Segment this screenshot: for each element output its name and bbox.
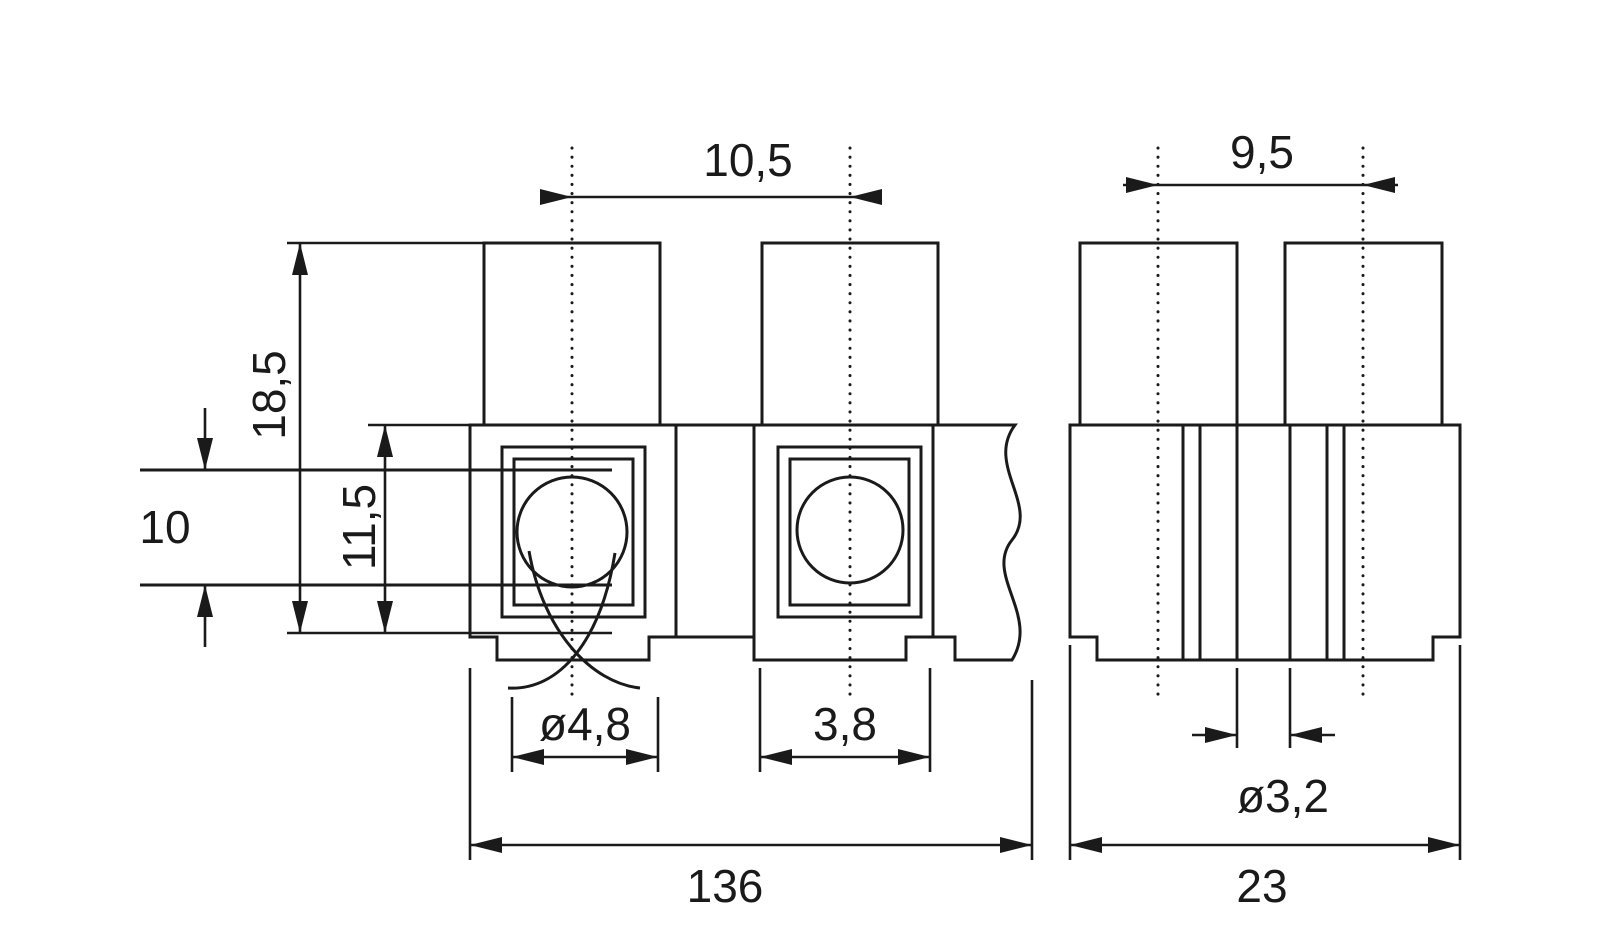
dim-depth: 23: [1068, 645, 1462, 912]
arrowhead: [1428, 837, 1460, 853]
dim-screw-hole-label: ø3,2: [1237, 770, 1329, 822]
arrowhead: [292, 601, 308, 633]
arrowhead: [1290, 727, 1322, 743]
wire-hole-2: [795, 475, 905, 585]
window-inner-frame-1: [512, 457, 635, 607]
dim-wire-hole-label: ø4,8: [539, 698, 631, 750]
screw-head-side-2: [1283, 241, 1444, 427]
dim-clamp-opening: 10: [139, 408, 213, 647]
window-outer-frame-1: [500, 445, 647, 619]
front-body-outline: [468, 423, 1022, 662]
side-body-outline: [1068, 423, 1462, 662]
window-outer-frame-2: [776, 445, 923, 619]
dim-overall-height: 18,5: [243, 241, 612, 635]
dim-overall-length-label: 136: [687, 860, 764, 912]
dim-screw-spacing-label: 9,5: [1230, 126, 1294, 178]
dim-slot-width: 3,8: [758, 668, 932, 772]
side-view: 9,5 ø3,2 23: [1068, 126, 1462, 912]
wire-hole-1: [515, 475, 629, 589]
arrowhead: [626, 749, 658, 765]
arrowhead: [540, 189, 572, 205]
arrowhead: [470, 837, 502, 853]
screw-head-2: [760, 241, 940, 427]
arrowhead: [1070, 837, 1102, 853]
wire-strand-2: [527, 550, 641, 690]
dim-overall-height-label: 18,5: [243, 350, 295, 440]
arrowhead: [760, 749, 792, 765]
terminal-2-window: [776, 445, 923, 619]
dim-pitch-label: 10,5: [703, 134, 793, 186]
arrowhead: [292, 243, 308, 275]
dim-body-height-label: 11,5: [333, 484, 385, 570]
wire-loop: [507, 550, 641, 690]
dim-wire-hole: ø4,8: [510, 697, 660, 772]
arrowhead: [898, 749, 930, 765]
arrowhead: [512, 749, 544, 765]
window-inner-frame-2: [788, 457, 911, 607]
arrowhead: [1126, 177, 1158, 193]
screw-head-1: [482, 241, 662, 427]
terminal-1-window: [500, 445, 647, 619]
dim-depth-label: 23: [1236, 860, 1287, 912]
dim-pitch: 10,5: [540, 134, 882, 205]
arrowhead: [197, 438, 213, 470]
section-hatch-1: [1198, 423, 1239, 662]
arrowhead: [850, 189, 882, 205]
dim-slot-width-label: 3,8: [813, 698, 877, 750]
screw-head-side-1: [1078, 241, 1239, 427]
arrowhead: [1000, 837, 1032, 853]
dim-screw-spacing: 9,5: [1123, 126, 1398, 193]
dim-clamp-opening-label: 10: [139, 501, 190, 553]
dim-screw-hole: ø3,2: [1192, 668, 1335, 822]
arrowhead: [377, 601, 393, 633]
dim-overall-length: 136: [468, 668, 1034, 912]
arrowhead: [197, 585, 213, 617]
front-view: 10,5 18,5 11,5 10: [139, 134, 1034, 912]
wire-strand-1: [507, 552, 617, 690]
section-hatch-2: [1288, 423, 1329, 662]
dim-body-height: 11,5: [333, 423, 502, 633]
arrowhead: [1363, 177, 1395, 193]
arrowhead: [377, 425, 393, 457]
arrowhead: [1205, 727, 1237, 743]
